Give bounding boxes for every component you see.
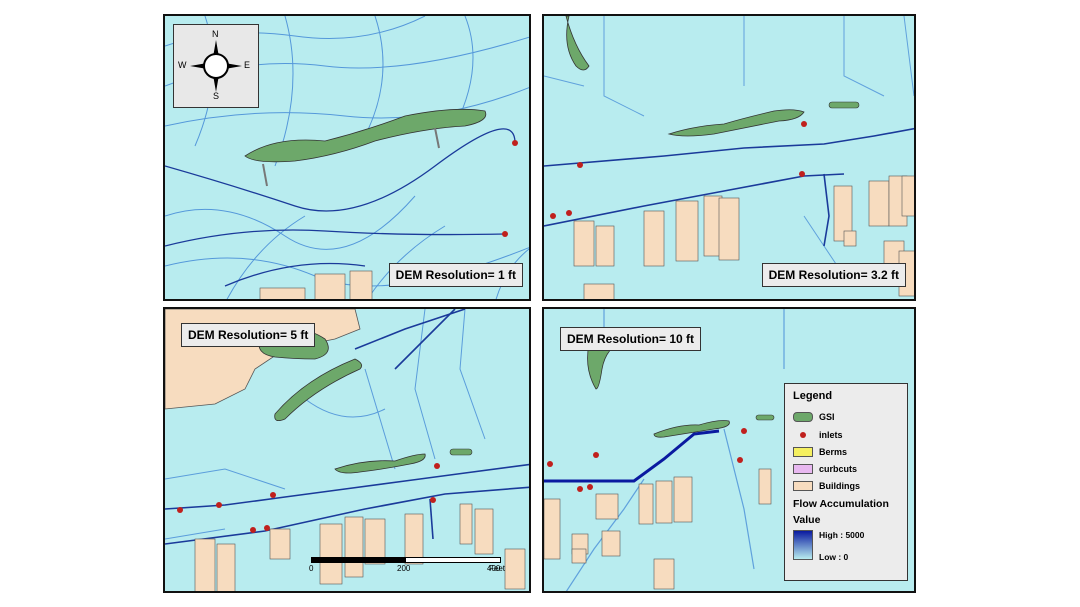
legend-label-inlets: inlets — [819, 430, 843, 440]
legend-item-berms: Berms — [793, 447, 847, 457]
resolution-label-5ft: DEM Resolution= 5 ft — [181, 323, 316, 347]
legend-low: Low : 0 — [819, 552, 849, 562]
legend-high: High : 5000 — [819, 530, 865, 540]
compass-s: S — [213, 91, 220, 101]
legend-label-berms: Berms — [819, 447, 848, 457]
legend-swatch-curbcuts — [793, 464, 813, 474]
gsi-berm — [653, 420, 730, 438]
legend-item-curbcuts: curbcuts — [793, 464, 857, 474]
scale-tick-200: 200 — [397, 564, 411, 573]
scale-tick-0: 0 — [309, 564, 314, 573]
map-panel-3-2ft: DEM Resolution= 3.2 ft — [542, 14, 916, 301]
north-arrow-compass: N S E W — [173, 24, 259, 108]
gsi-top — [565, 16, 590, 71]
compass-w: W — [178, 60, 187, 70]
legend-swatch-buildings — [793, 481, 813, 491]
map-panel-1ft: N S E W DEM Resolution= 1 ft — [163, 14, 531, 301]
panel-1-map — [165, 16, 529, 299]
legend-value-label: Value — [793, 514, 821, 526]
scale-unit: Feet — [489, 564, 506, 573]
panel-2-map — [544, 16, 914, 299]
compass-rose-icon — [190, 40, 242, 92]
panel-4-map — [544, 309, 785, 591]
legend-title: Legend — [793, 390, 833, 402]
legend-item-gsi: GSI — [793, 412, 835, 422]
legend-item-buildings: Buildings — [793, 481, 860, 491]
legend-label-buildings: Buildings — [819, 481, 860, 491]
scale-bar: 0 200 400 Feet — [309, 557, 509, 577]
legend-swatch-inlets — [793, 430, 813, 440]
gsi-berm — [334, 453, 426, 474]
gsi-curve — [274, 358, 363, 422]
map-panel-5ft: 0 200 400 Feet DEM Resolution= 5 ft — [163, 307, 531, 593]
resolution-label-1ft: DEM Resolution= 1 ft — [388, 263, 523, 287]
panel-3-map — [165, 309, 529, 591]
flow-ramp-swatch — [793, 530, 813, 560]
legend-swatch-berms — [793, 447, 813, 457]
map-legend: Legend GSI inlets Berms curbcuts Buildin… — [784, 383, 908, 581]
gsi-berm — [667, 109, 805, 137]
legend-swatch-gsi — [793, 412, 813, 422]
compass-e: E — [244, 60, 251, 70]
inlet-dot-icon — [800, 432, 806, 438]
scale-tick-400: 400 — [487, 564, 501, 573]
scale-bar-segment — [311, 557, 406, 563]
legend-label-curbcuts: curbcuts — [819, 464, 858, 474]
gsi-berm — [244, 108, 487, 163]
resolution-label-10ft: DEM Resolution= 10 ft — [560, 327, 702, 351]
legend-label-gsi: GSI — [819, 412, 835, 422]
compass-n: N — [212, 29, 219, 39]
resolution-label-3-2ft: DEM Resolution= 3.2 ft — [761, 263, 906, 287]
legend-item-inlets: inlets — [793, 430, 843, 440]
legend-flow-title: Flow Accumulation — [793, 498, 889, 510]
map-panel-10ft: DEM Resolution= 10 ft Legend GSI inlets … — [542, 307, 916, 593]
